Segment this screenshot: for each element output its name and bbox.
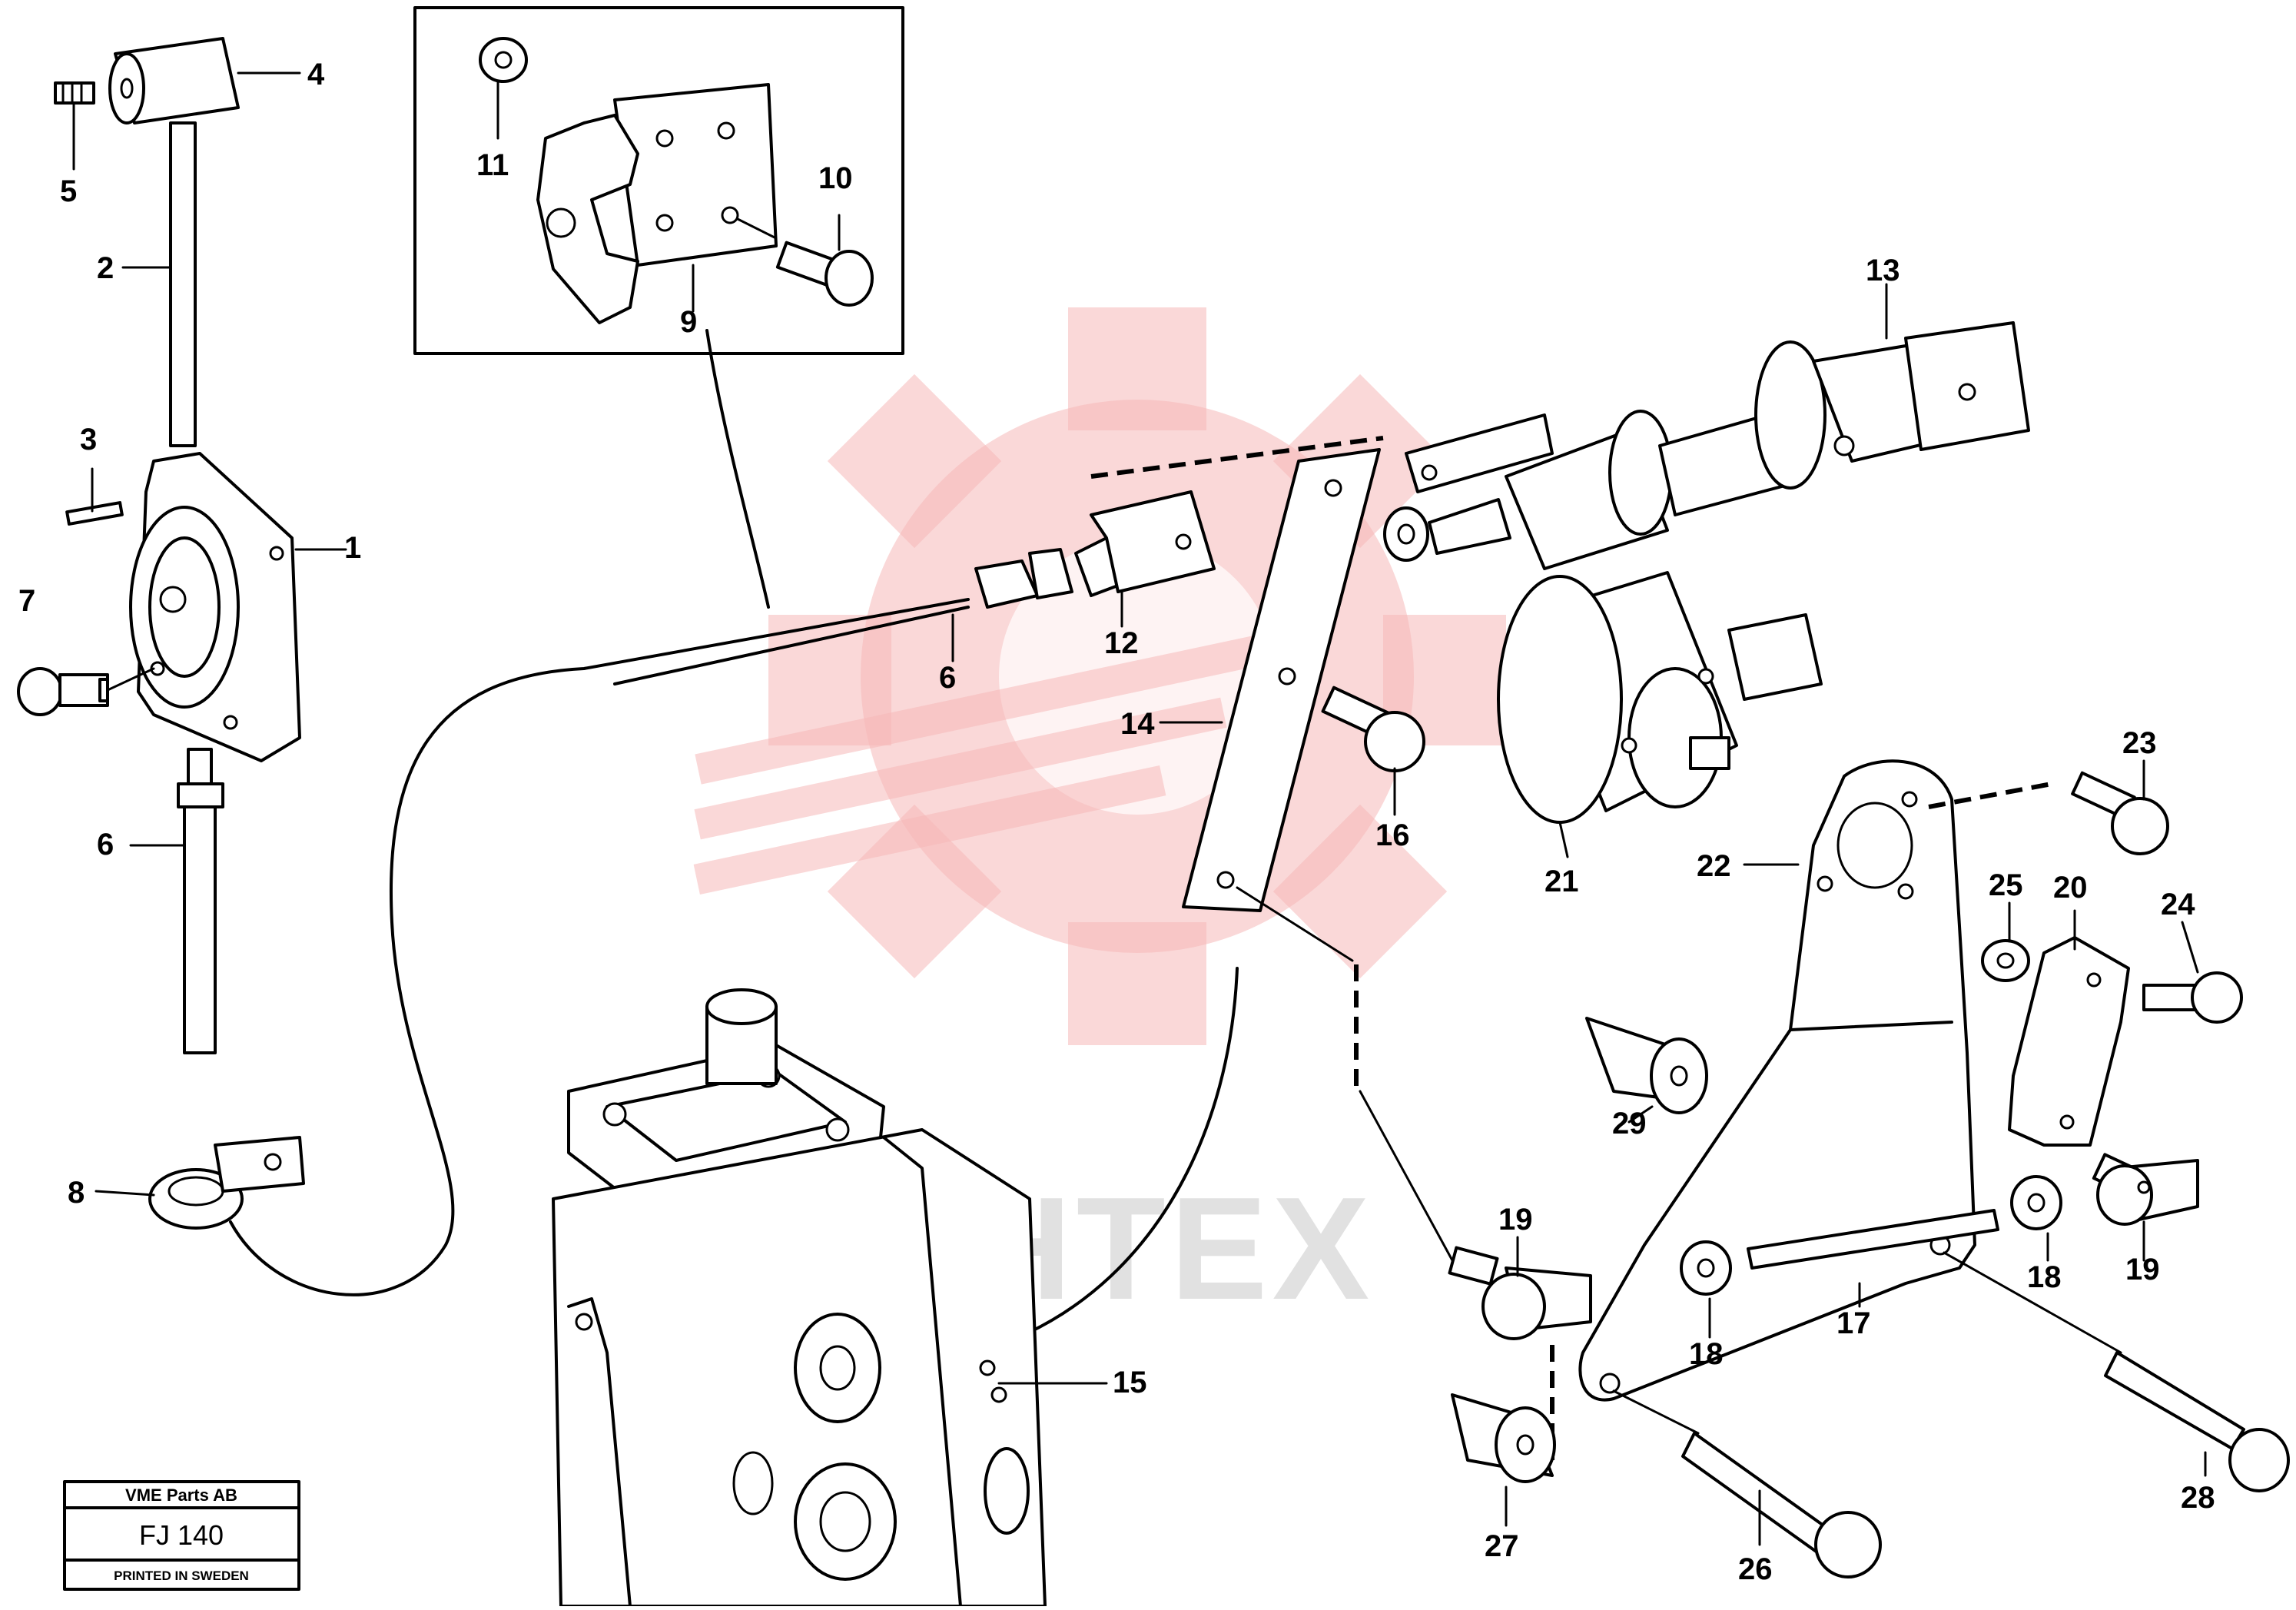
part-1-housing — [129, 452, 301, 762]
callout-26: 26 — [1738, 1552, 1773, 1586]
part-20-bracket — [2008, 936, 2130, 1147]
title-block-code: FJ 140 — [139, 1519, 224, 1551]
part-15-pump-body — [552, 988, 1047, 1608]
callout-3: 3 — [80, 423, 97, 456]
part-18-nut-right — [2010, 1175, 2062, 1230]
callout-19-left: 19 — [1498, 1203, 1533, 1237]
callout-17: 17 — [1836, 1306, 1871, 1340]
callout-10: 10 — [818, 161, 853, 195]
callout-24: 24 — [2161, 888, 2195, 921]
part-2-shaft — [169, 121, 197, 447]
inset-box — [413, 6, 904, 355]
part-6-rod-upper — [974, 548, 1073, 609]
title-block-company: VME Parts AB — [125, 1486, 237, 1505]
callout-16: 16 — [1375, 818, 1410, 852]
callout-13: 13 — [1866, 254, 1900, 287]
part-6-rod-left — [177, 748, 224, 1054]
callout-20: 20 — [2053, 871, 2088, 905]
part-21-solenoid — [1497, 571, 1823, 824]
part-4-sleeve — [108, 37, 240, 124]
part-25-nut — [1981, 939, 2030, 982]
callout-18-right: 18 — [2027, 1260, 2062, 1294]
callout-7: 7 — [18, 584, 35, 618]
callout-12: 12 — [1104, 626, 1139, 660]
part-5-set-screw — [54, 81, 95, 105]
part-17-threaded-rod — [1747, 1209, 1999, 1270]
callout-22: 22 — [1697, 849, 1731, 883]
part-23-bolt — [2071, 771, 2169, 855]
callout-9: 9 — [680, 305, 697, 339]
callout-labels: 4 5 2 3 1 7 6 8 11 10 9 13 6 12 14 16 21… — [18, 58, 2215, 1586]
title-block: VME Parts AB FJ 140 PRINTED IN SWEDEN — [63, 1480, 300, 1591]
part-8-clamp — [148, 1136, 305, 1230]
leader-lines — [72, 71, 2207, 1546]
part-19-ball-joint-left — [1359, 1090, 1592, 1340]
watermark-gear-logo: ИНТЕХ — [693, 307, 1506, 1330]
callout-6-upper: 6 — [939, 661, 956, 695]
callout-14: 14 — [1120, 707, 1155, 741]
part-14-lever — [1182, 448, 1381, 1091]
part-7-bolt — [17, 667, 109, 716]
callout-28: 28 — [2181, 1481, 2215, 1515]
part-19-ball-joint-right — [2092, 1153, 2199, 1226]
callout-5: 5 — [60, 174, 77, 208]
part-12-clevis — [1074, 436, 1384, 597]
part-28-bolt — [1943, 1251, 2290, 1492]
part-13-cylinder — [1383, 321, 2030, 570]
part-16-bolt — [1321, 685, 1425, 772]
callout-1: 1 — [344, 531, 361, 565]
callout-29: 29 — [1612, 1107, 1647, 1140]
part-26-bolt — [1612, 1389, 1882, 1578]
callout-19-right: 19 — [2125, 1253, 2160, 1286]
callout-6-left: 6 — [97, 828, 114, 861]
callout-15: 15 — [1113, 1366, 1147, 1399]
callout-11: 11 — [476, 148, 509, 182]
part-18-nut-left — [1680, 1240, 1732, 1296]
callout-4: 4 — [307, 58, 325, 91]
callout-27: 27 — [1485, 1529, 1519, 1563]
cable-paths — [229, 329, 1239, 1354]
part-24-bolt — [2142, 971, 2243, 1024]
callout-2: 2 — [97, 251, 114, 285]
callout-18-left: 18 — [1689, 1337, 1724, 1371]
part-29-spacer — [1585, 1017, 1708, 1114]
title-block-footer: PRINTED IN SWEDEN — [114, 1569, 249, 1583]
callout-25: 25 — [1989, 868, 2023, 902]
callout-8: 8 — [68, 1176, 85, 1210]
callout-21: 21 — [1544, 865, 1579, 898]
part-27-spacer — [1451, 1393, 1556, 1483]
callout-23: 23 — [2122, 726, 2157, 760]
part-3-pin — [65, 501, 124, 526]
